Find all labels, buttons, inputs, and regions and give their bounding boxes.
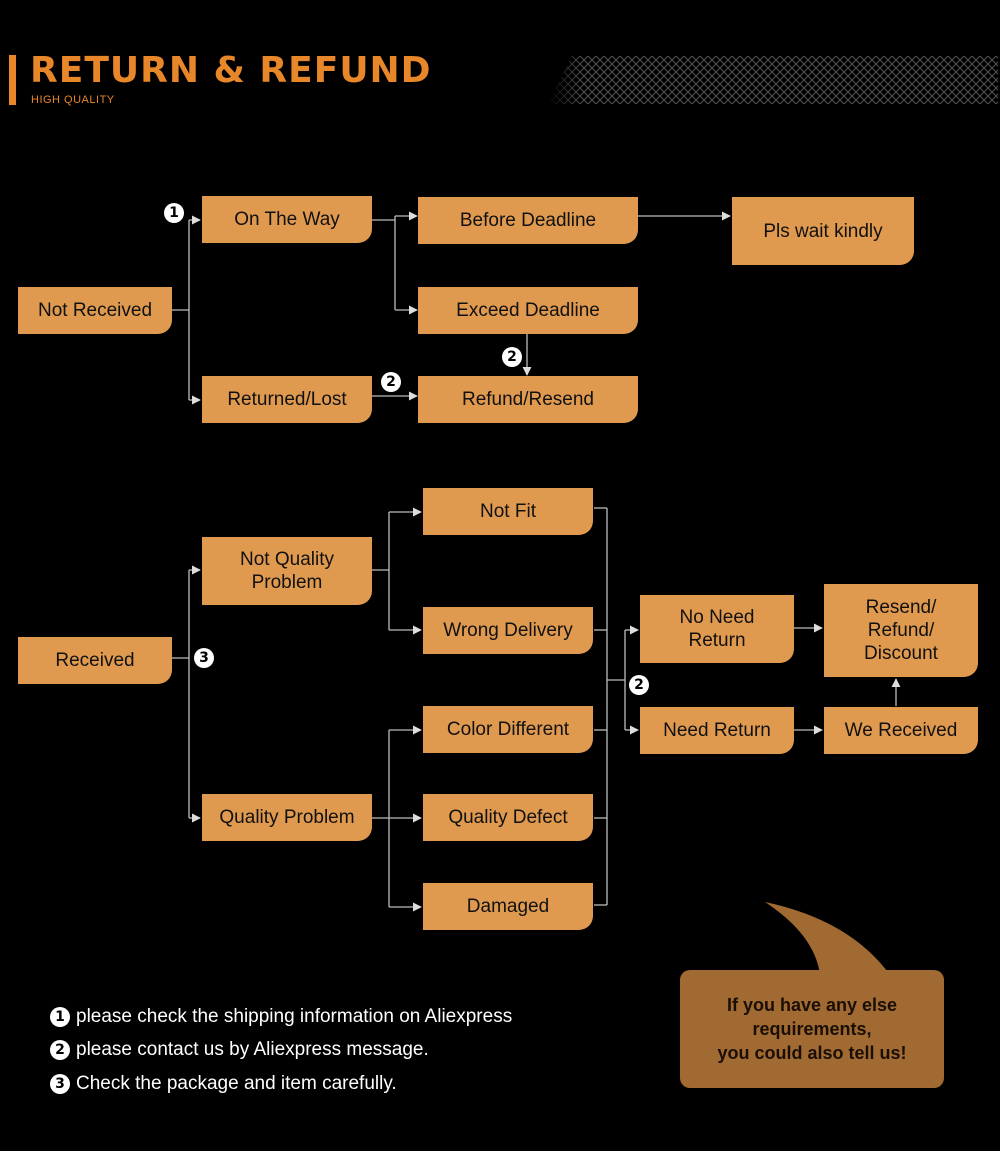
node-before-deadline: Before Deadline: [418, 197, 638, 244]
header-hatch-pattern: [548, 56, 998, 104]
node-we-received: We Received: [824, 707, 978, 754]
bubble-line2: requirements,: [752, 1019, 872, 1039]
bubble-line3: you could also tell us!: [717, 1043, 907, 1063]
marker-2-icon: 2: [629, 675, 649, 695]
note-1-text: please check the shipping information on…: [76, 1006, 513, 1027]
node-need-return: Need Return: [640, 707, 794, 754]
node-quality-defect: Quality Defect: [423, 794, 593, 841]
node-resend-refund-discount: Resend/Refund/Discount: [824, 584, 978, 677]
node-not-quality-line2: Problem: [251, 572, 323, 593]
marker-3-icon: 3: [194, 648, 214, 668]
note-1: 1 please check the shipping information …: [50, 1006, 512, 1028]
node-wrong-delivery: Wrong Delivery: [423, 607, 593, 654]
node-returned-lost: Returned/Lost: [202, 376, 372, 423]
note-2: 2 please contact us by Aliexpress messag…: [50, 1039, 429, 1061]
speech-bubble: If you have any else requirements, you c…: [680, 970, 944, 1088]
marker-2-icon: 2: [50, 1040, 70, 1060]
node-not-received: Not Received: [18, 287, 172, 334]
header-accent-bar: [9, 55, 16, 105]
note-3-text: Check the package and item carefully.: [76, 1073, 397, 1094]
node-not-fit: Not Fit: [423, 488, 593, 535]
node-color-different: Color Different: [423, 706, 593, 753]
marker-1-icon: 1: [50, 1007, 70, 1027]
node-received: Received: [18, 637, 172, 684]
node-quality-problem: Quality Problem: [202, 794, 372, 841]
node-refund-resend: Refund/Resend: [418, 376, 638, 423]
note-3: 3 Check the package and item carefully.: [50, 1073, 397, 1095]
node-exceed-deadline: Exceed Deadline: [418, 287, 638, 334]
node-damaged: Damaged: [423, 883, 593, 930]
marker-1-icon: 1: [164, 203, 184, 223]
node-resend-line3: Discount: [864, 643, 938, 664]
page-title: RETURN & REFUND: [30, 50, 432, 91]
bubble-line1: If you have any else: [726, 995, 898, 1015]
marker-2-icon: 2: [381, 372, 401, 392]
node-resend-line2: Refund/: [867, 620, 935, 641]
page-subtitle: HIGH QUALITY: [31, 94, 115, 106]
marker-3-icon: 3: [50, 1074, 70, 1094]
node-no-need-line1: No Need: [679, 607, 755, 628]
note-2-text: please contact us by Aliexpress message.: [76, 1039, 429, 1060]
node-on-the-way: On The Way: [202, 196, 372, 243]
node-not-quality-line1: Not Quality: [240, 549, 334, 570]
node-no-need-line2: Return: [688, 630, 746, 651]
node-resend-line1: Resend/: [865, 597, 937, 618]
node-pls-wait: Pls wait kindly: [732, 197, 914, 265]
marker-2-icon: 2: [502, 347, 522, 367]
